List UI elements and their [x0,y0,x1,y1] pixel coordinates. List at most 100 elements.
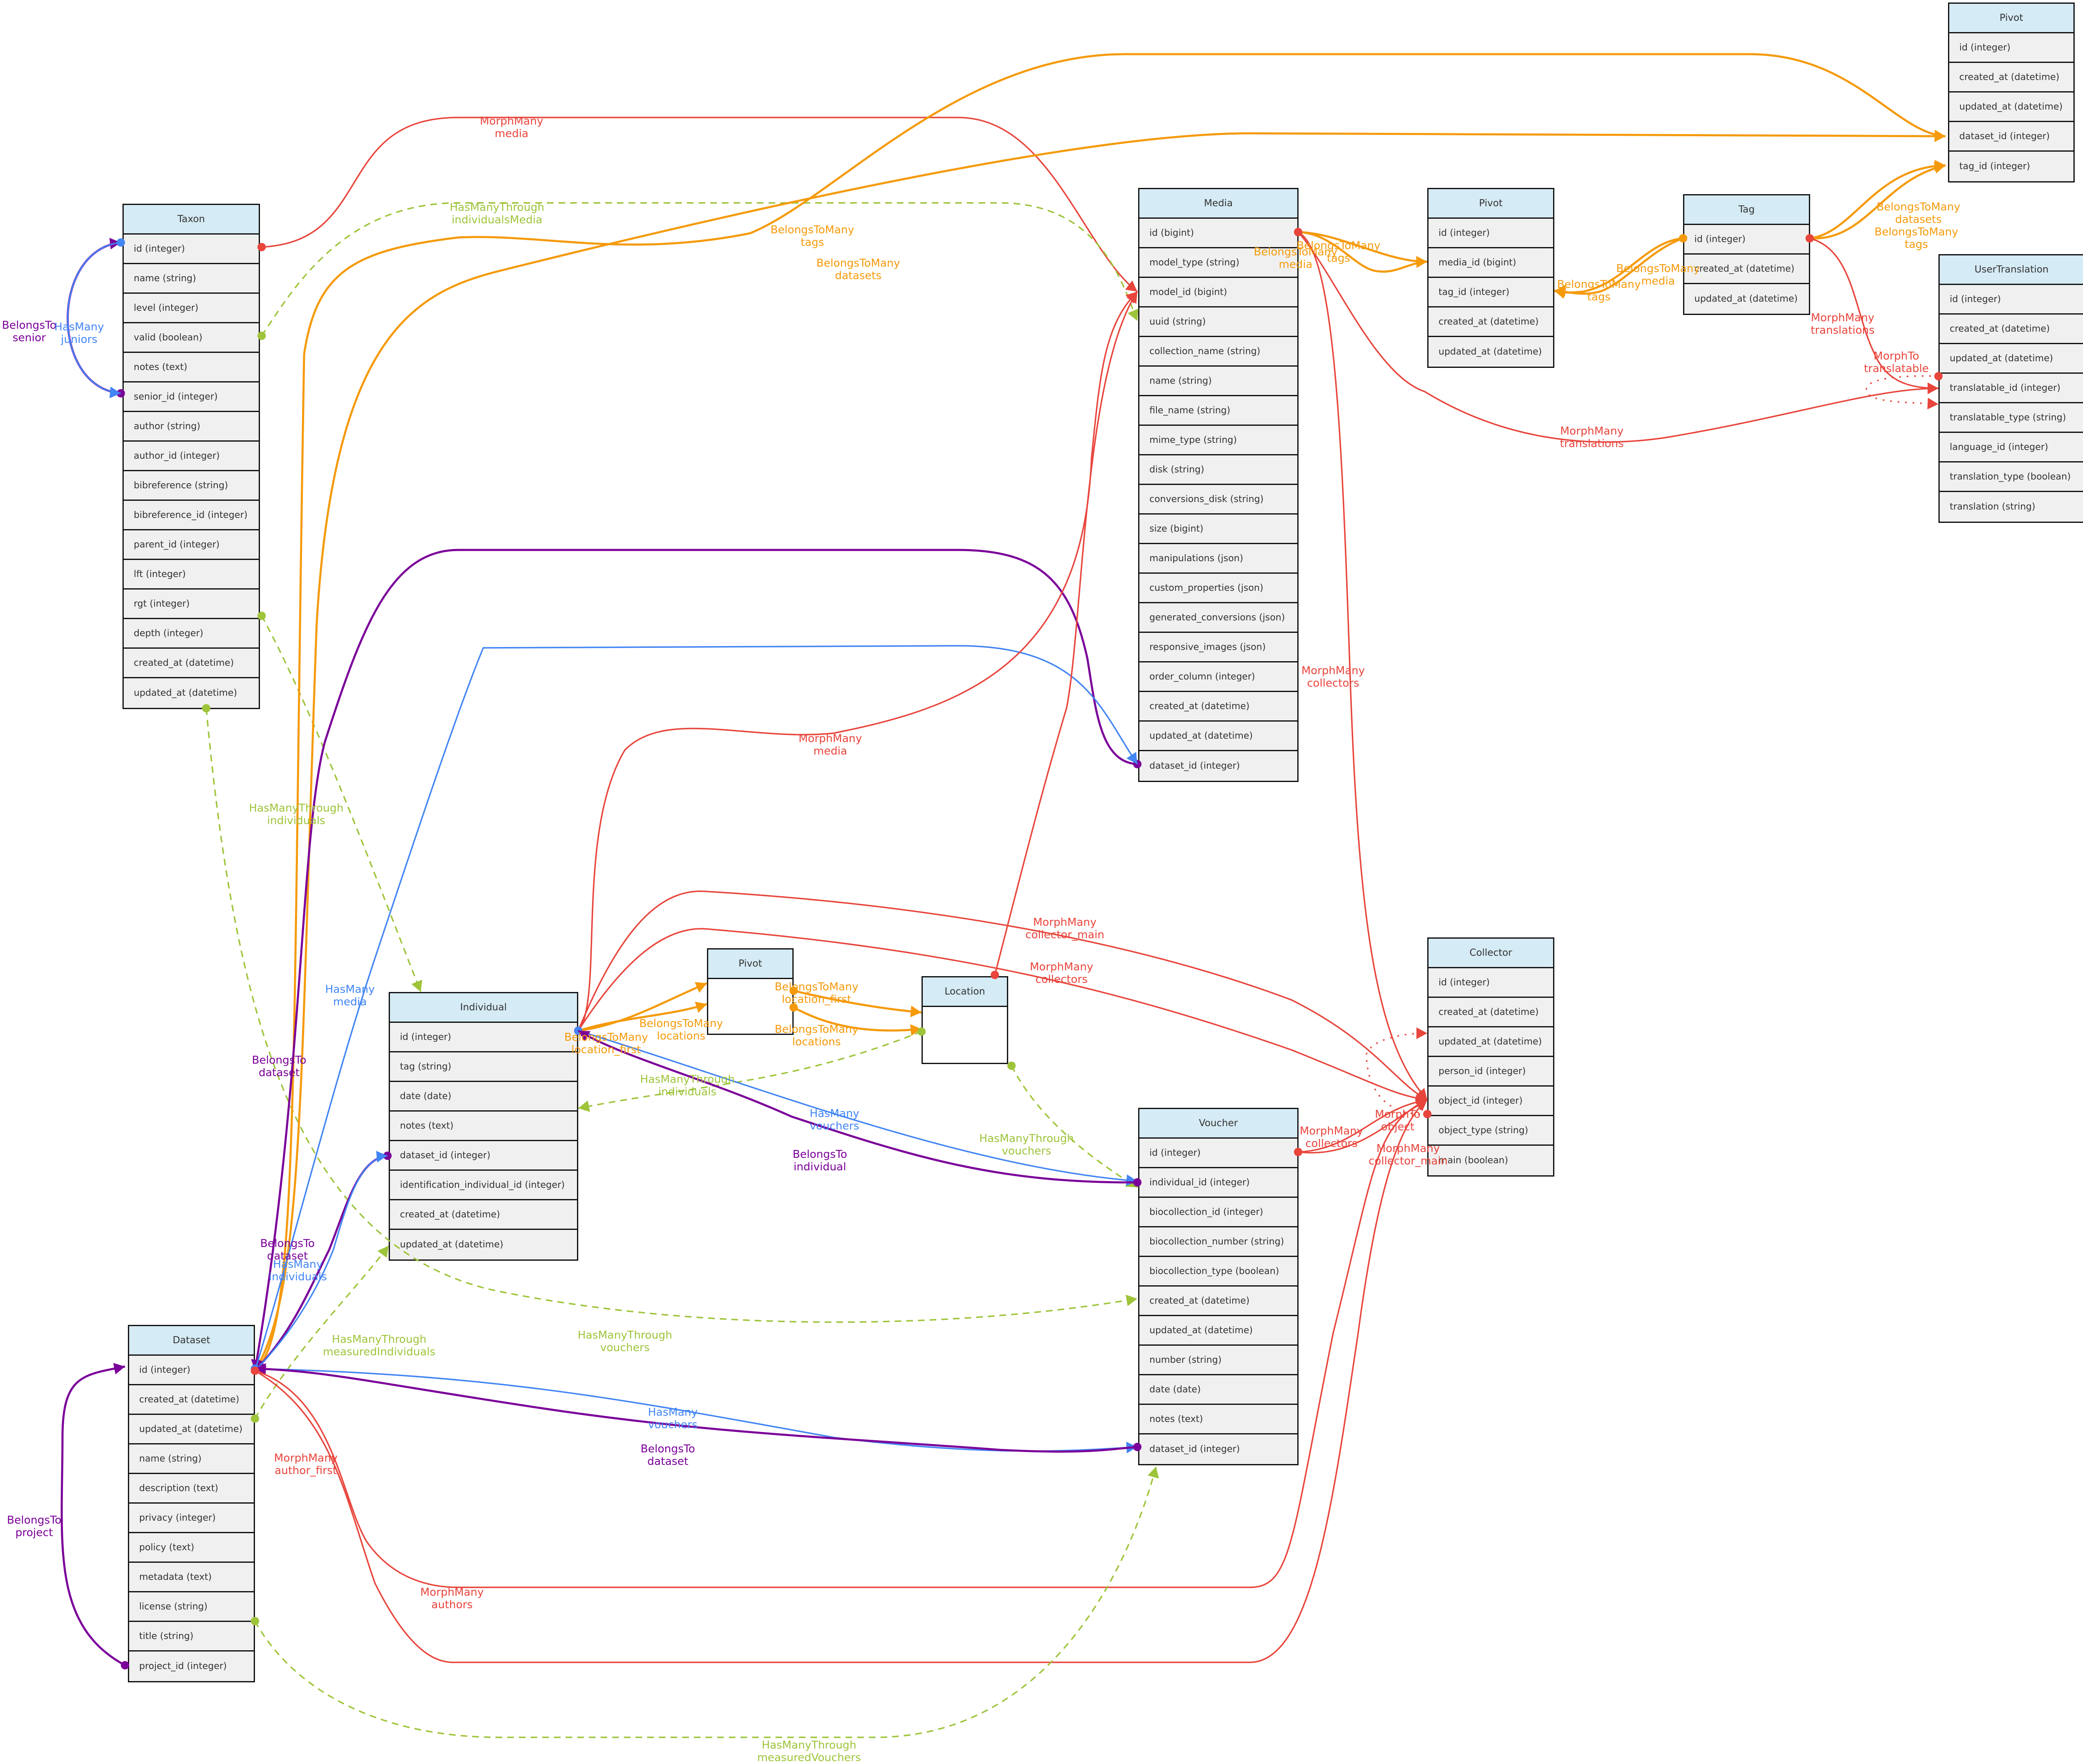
field-row[interactable]: license (string) [129,1592,254,1622]
field-row[interactable]: depth (integer) [124,619,259,649]
field-row[interactable]: name (string) [124,264,259,294]
field-row[interactable]: object_type (string) [1429,1116,1553,1146]
field-row[interactable]: valid (boolean) [124,323,259,353]
field-row[interactable]: tag_id (integer) [1429,278,1553,307]
field-row[interactable]: object_id (integer) [1429,1087,1553,1116]
field-row[interactable]: id (integer) [1949,33,2073,63]
field-row[interactable]: dataset_id (integer) [1149,761,1240,771]
field-row[interactable]: dataset_id (integer) [390,1141,577,1171]
field-row[interactable]: custom_properties (json) [1139,574,1297,603]
field-row[interactable]: number (string) [1139,1346,1297,1375]
field-row[interactable]: biocollection_id (integer) [1139,1198,1297,1227]
field-row[interactable]: created_at (datetime) [1139,692,1297,722]
field-row[interactable]: id (integer) [1684,225,1809,255]
field-row[interactable]: translation_type (boolean) [1940,462,2083,492]
field-row[interactable]: parent_id (integer) [124,530,259,560]
field-row[interactable]: language_id (integer) [1940,433,2083,462]
field-row[interactable]: updated_at (datetime) [1139,722,1297,751]
field-row[interactable]: responsive_images (json) [1139,633,1297,662]
field-row[interactable]: level (integer) [124,294,259,323]
field-row[interactable]: author_id (integer) [124,442,259,471]
field-row[interactable]: updated_at (datetime) [1139,1316,1297,1346]
field-row[interactable]: notes (text) [1139,1405,1297,1434]
field-row[interactable]: bibreference (string) [124,471,259,501]
field-row[interactable]: id (bigint) [1139,219,1297,248]
field-row[interactable]: privacy (integer) [129,1504,254,1533]
field-row[interactable]: metadata (text) [129,1563,254,1592]
field-row[interactable]: disk (string) [1139,455,1297,485]
field-row[interactable]: updated_at (datetime) [1694,294,1798,304]
field-row[interactable]: created_at (datetime) [1429,307,1553,337]
field-row[interactable]: date (date) [390,1082,577,1112]
field-row[interactable]: uuid (string) [1139,307,1297,337]
field-row[interactable]: collection_name (string) [1139,337,1297,367]
field-row[interactable]: name (string) [1139,367,1297,396]
field-row[interactable]: senior_id (integer) [124,382,259,412]
field-row[interactable]: file_name (string) [1139,396,1297,426]
field-row[interactable]: biocollection_type (boolean) [1139,1257,1297,1287]
field-row[interactable]: id (integer) [124,235,259,264]
field-row[interactable]: manipulations (json) [1139,544,1297,574]
field-row[interactable]: id (integer) [1940,285,2083,315]
field-row[interactable]: bibreference_id (integer) [124,501,259,530]
field-row[interactable]: updated_at (datetime) [400,1239,504,1250]
field-row[interactable]: id (integer) [129,1356,254,1385]
field-row[interactable]: translation (string) [1950,502,2036,512]
field-row[interactable]: policy (text) [129,1533,254,1563]
field-row[interactable]: order_column (integer) [1139,662,1297,692]
field-row[interactable]: model_id (bigint) [1139,278,1297,307]
field-row[interactable]: tag (string) [390,1052,577,1082]
field-row[interactable]: created_at (datetime) [1940,315,2083,344]
field-row[interactable]: project_id (integer) [139,1661,227,1672]
entity-location[interactable]: Location [922,976,1008,1064]
field-row[interactable]: updated_at (datetime) [129,1415,254,1444]
field-row[interactable]: person_id (integer) [1429,1057,1553,1087]
field-row[interactable]: created_at (datetime) [1684,255,1809,284]
field-row[interactable]: id (integer) [390,1023,577,1052]
field-row[interactable]: description (text) [129,1474,254,1504]
field-row[interactable]: conversions_disk (string) [1139,485,1297,515]
field-row[interactable]: media_id (bigint) [1429,248,1553,278]
field-row[interactable]: updated_at (datetime) [1949,92,2073,122]
field-row[interactable]: created_at (datetime) [390,1200,577,1230]
field-row[interactable]: notes (text) [390,1112,577,1141]
field-row[interactable]: size (bigint) [1139,515,1297,544]
field-row[interactable]: rgt (integer) [124,590,259,619]
field-row[interactable]: translatable_type (string) [1940,403,2083,433]
field-row[interactable]: id (integer) [1139,1139,1297,1168]
field-row[interactable]: notes (text) [124,353,259,382]
field-row[interactable]: generated_conversions (json) [1139,603,1297,633]
field-row[interactable]: id (integer) [1429,219,1553,248]
field-row[interactable]: updated_at (datetime) [134,688,237,698]
field-row[interactable]: created_at (datetime) [1949,63,2073,92]
field-row[interactable]: created_at (datetime) [1429,998,1553,1027]
field-row[interactable]: dataset_id (integer) [1149,1444,1240,1454]
field-row[interactable]: updated_at (datetime) [1940,344,2083,374]
field-row[interactable]: mime_type (string) [1139,426,1297,455]
field-row[interactable]: individual_id (integer) [1139,1168,1297,1198]
field-row[interactable]: dataset_id (integer) [1949,122,2073,152]
field-row[interactable]: translatable_id (integer) [1940,374,2083,403]
field-row[interactable]: name (string) [129,1444,254,1474]
field-row[interactable]: identification_individual_id (integer) [390,1171,577,1200]
field-row[interactable]: author (string) [124,412,259,442]
field-row[interactable]: tag_id (integer) [1959,161,2031,172]
field-row[interactable]: biocollection_number (string) [1139,1227,1297,1257]
field-row[interactable]: updated_at (datetime) [1439,347,1542,357]
field-row[interactable]: created_at (datetime) [1139,1287,1297,1316]
field-row[interactable]: date (date) [1139,1375,1297,1405]
field-row[interactable]: created_at (datetime) [124,649,259,678]
field-row[interactable]: title (string) [129,1622,254,1652]
field-row[interactable]: lft (integer) [124,560,259,590]
field-row[interactable]: id (integer) [1429,968,1553,998]
